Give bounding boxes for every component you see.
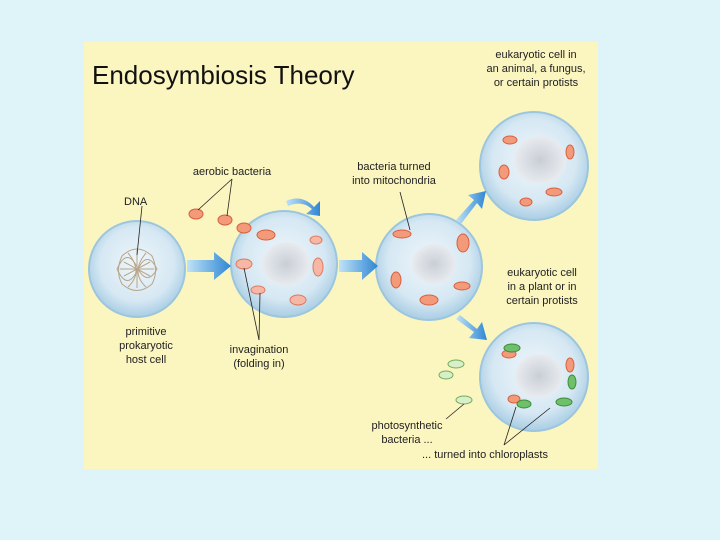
label-primitive-host: primitive prokaryotic host cell [119,326,173,366]
label-bacteria-turned-mitochondria: bacteria turned into mitochondria [352,161,436,187]
arrow-mito-to-animal [456,191,486,224]
endosymbiosis-diagram [88,111,589,446]
arrow-host-to-invagination [187,252,231,280]
label-aerobic-bacteria: aerobic bacteria [192,166,272,178]
label-eukaryotic-animal: eukaryotic cell in an animal, a fungus, … [486,49,586,89]
label-eukaryotic-plant: eukaryotic cell in a plant or in certain… [506,267,578,307]
slide-title: Endosymbiosis Theory [92,60,355,90]
pointer-lines [136,178,551,446]
host-cell [88,220,186,318]
arrows [187,191,487,340]
dna-tangle [116,248,158,291]
arrow-invagination-to-mito [339,252,378,280]
eukaryotic-plant-cell [479,322,589,432]
photosynthetic-bacteria [438,359,473,405]
arrow-bacteria-into-cell [286,198,320,216]
eukaryotic-animal-cell [479,111,589,221]
label-chloroplasts: ... turned into chloroplasts [422,449,548,461]
invagination-cell [230,210,338,318]
aerobic-bacteria [188,208,252,234]
label-invagination: invagination (folding in) [229,344,289,370]
label-photosynthetic-bacteria: photosynthetic bacteria ... [371,420,443,446]
label-dna: DNA [124,196,148,208]
arrow-mito-to-plant [456,315,487,340]
mitochondria-cell [375,213,483,321]
